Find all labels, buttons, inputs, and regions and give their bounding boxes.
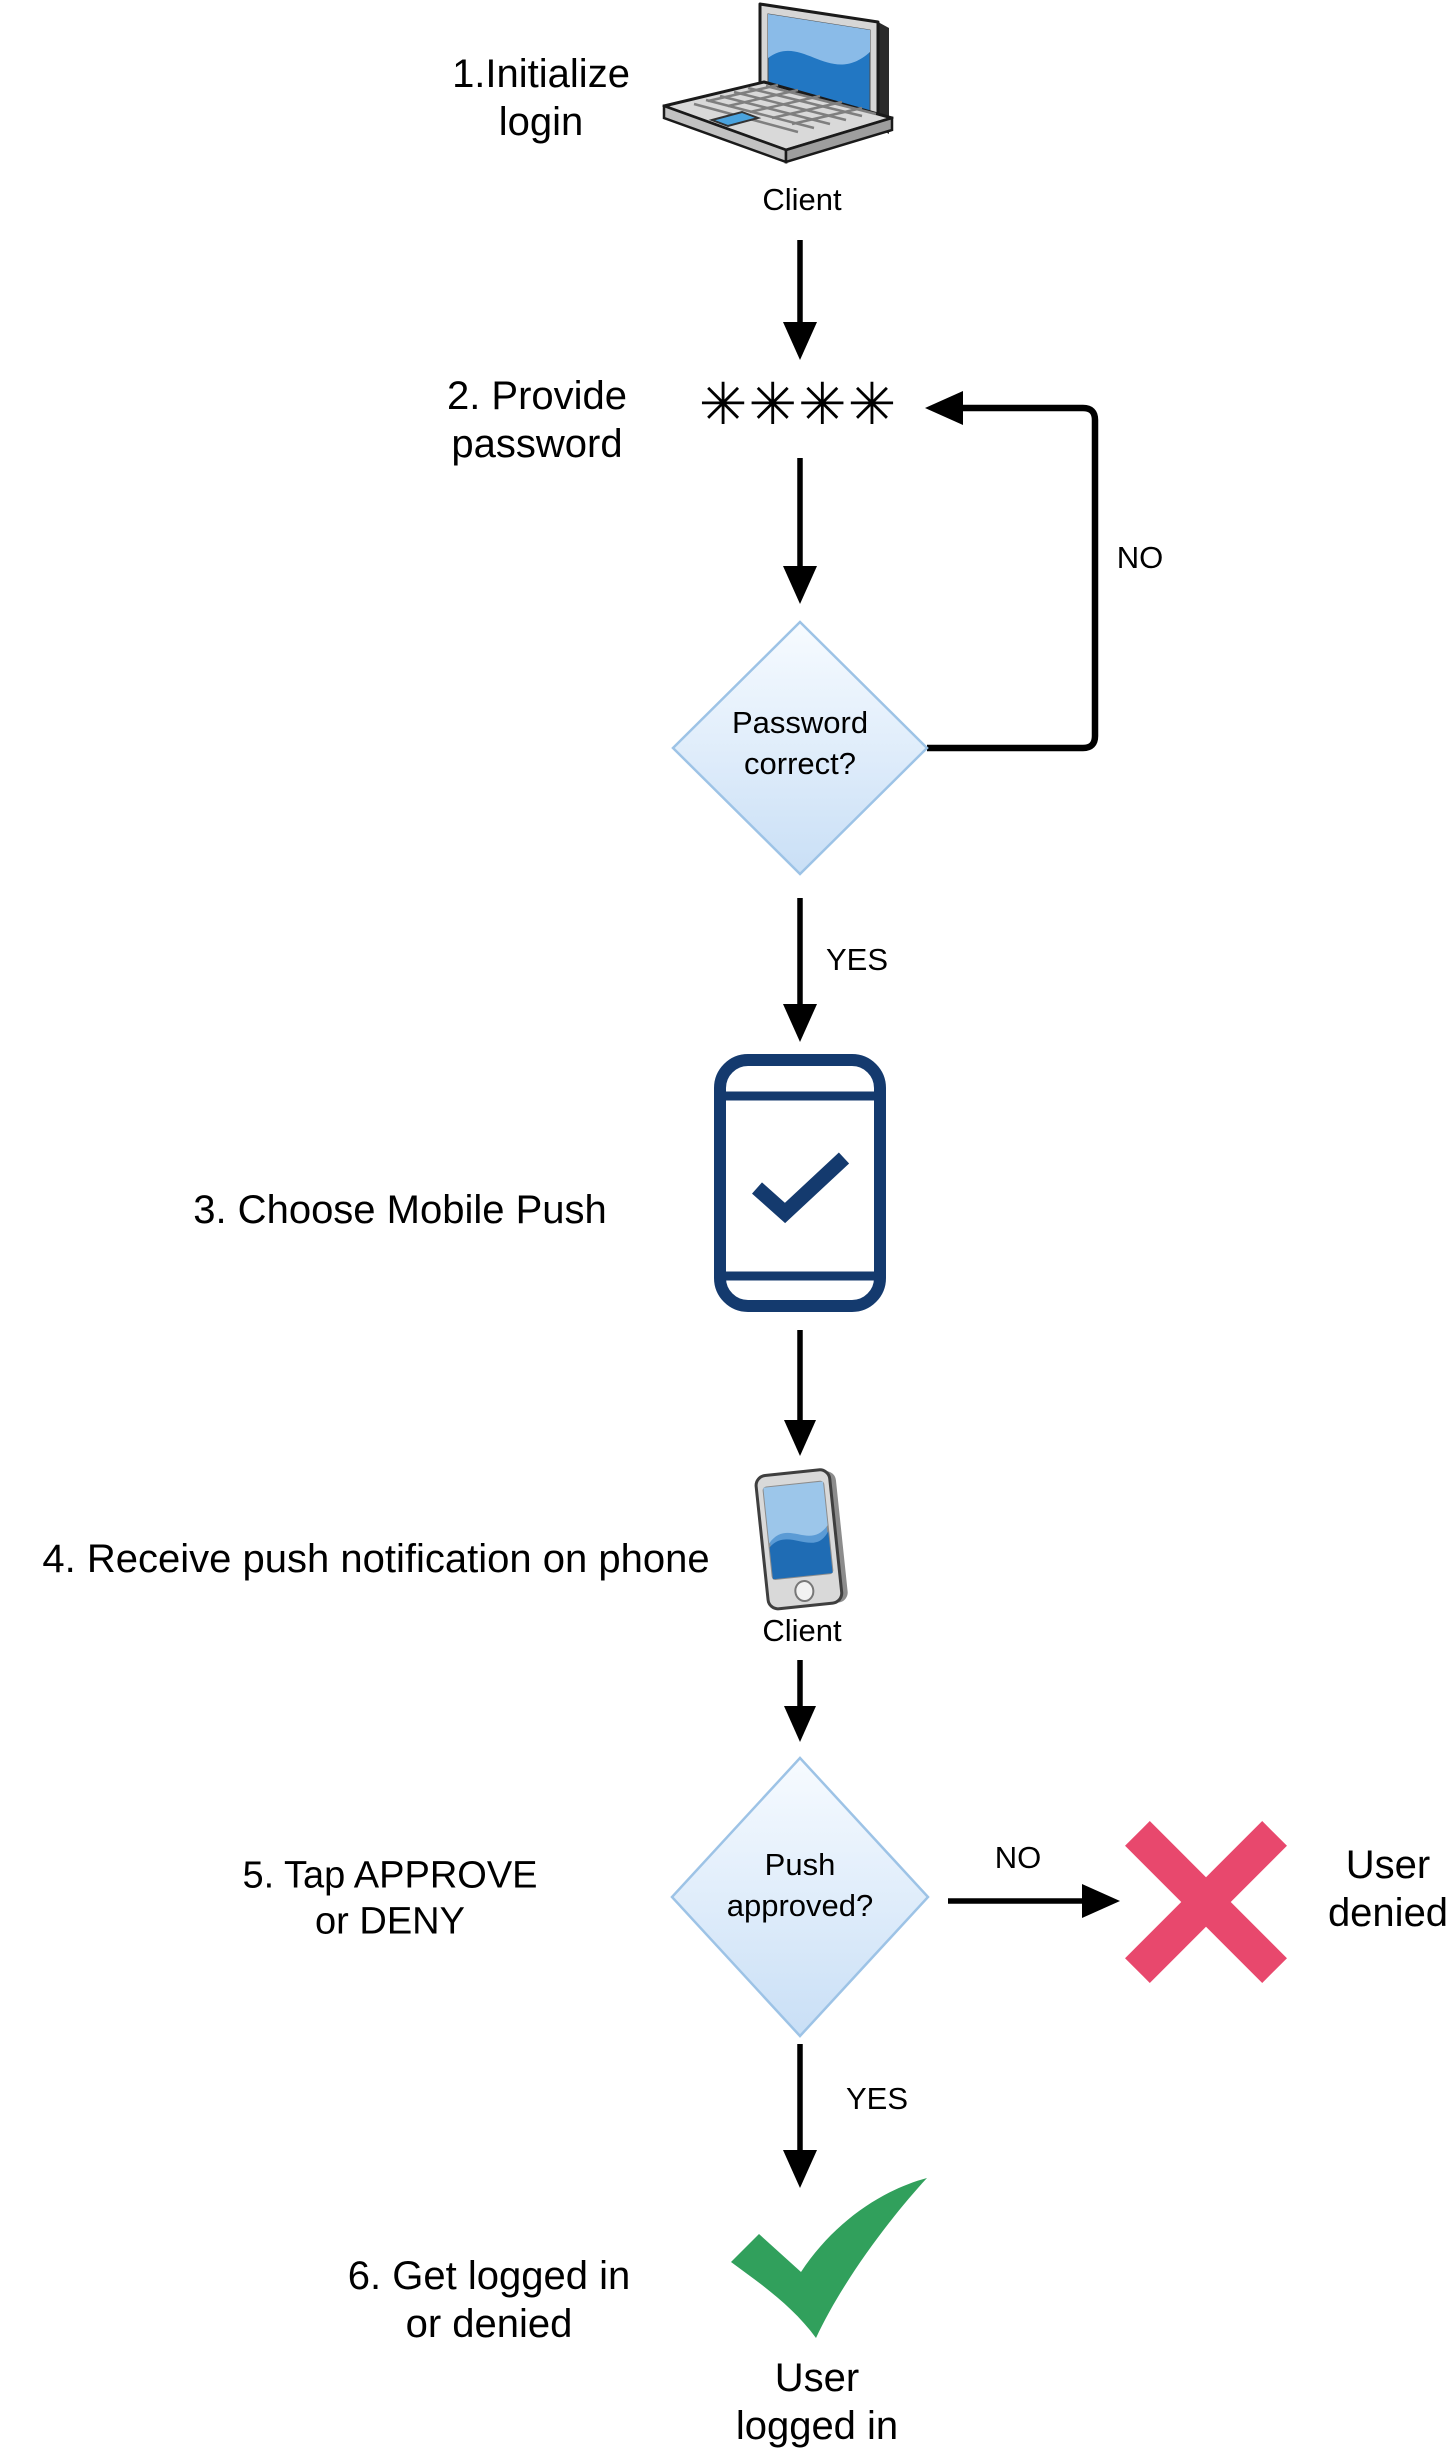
laptop-icon (662, 2, 894, 164)
decision-password-correct (671, 620, 929, 876)
edge-no-push-label: NO (994, 1839, 1042, 1875)
client-middle-label: Client (762, 1612, 842, 1648)
edge-yes-password-label: YES (825, 941, 889, 977)
arrow-password-to-decision1 (783, 458, 817, 604)
mobile-push-icon (714, 1054, 886, 1312)
step2-label: 2. Provide password (446, 374, 628, 466)
denied-x-icon (1125, 1821, 1287, 1983)
arrow-decision2-yes-to-loggedin (783, 2044, 817, 2188)
edge-no-password-label: NO (1116, 539, 1164, 575)
password-mask: ✳✳✳✳ (698, 370, 898, 438)
smartphone-icon (754, 1468, 848, 1611)
step6-label: 6. Get logged in or denied (347, 2254, 631, 2346)
arrow-decision1-yes-to-mobile-push (783, 898, 817, 1042)
step4-label: 4. Receive push notification on phone (42, 1537, 710, 1581)
home-button-icon (794, 1580, 815, 1603)
decision-password-correct-label: Password correct? (731, 705, 869, 781)
decision-push-approved (670, 1756, 930, 2038)
arrow-phone-to-decision2 (784, 1660, 816, 1742)
check-on-screen-icon (752, 1152, 850, 1224)
laptop-touchpad (708, 110, 762, 128)
arrow-client-to-password (783, 240, 817, 360)
user-denied-label: User denied (1327, 1843, 1449, 1935)
decision-push-approved-label: Push approved? (726, 1847, 874, 1923)
arrow-decision2-no-to-denied (948, 1884, 1120, 1918)
step5-label: 5. Tap APPROVE or DENY (242, 1854, 538, 1942)
step3-label: 3. Choose Mobile Push (193, 1188, 607, 1232)
client-top-label: Client (762, 181, 842, 217)
success-check-icon (731, 2178, 927, 2338)
no-loop-arrow (925, 391, 1099, 752)
arrow-mobile-push-to-phone (784, 1330, 816, 1456)
step1-label: 1.Initialize login (452, 52, 630, 144)
user-logged-in-label: User logged in (735, 2356, 899, 2448)
edge-yes-push-label: YES (845, 2080, 909, 2116)
